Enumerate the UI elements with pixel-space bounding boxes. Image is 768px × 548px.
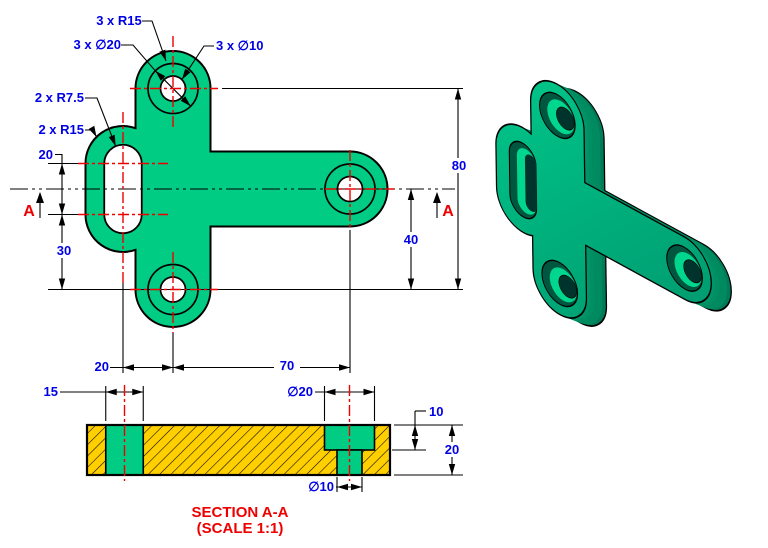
plan-view: 3 x R15 3 x ∅20 3 x ∅10 2 x R7.5 2 x R15… (10, 13, 472, 374)
dim-hole-dia: ∅10 (308, 479, 334, 494)
iso-view (493, 49, 734, 407)
dim-slot-width-15: 15 (44, 384, 58, 399)
section-view: 15 ∅20 ∅10 10 20 SECTION A-A (SCALE 1:1) (44, 384, 464, 537)
dim-height-80: 80 (452, 158, 466, 173)
section-title-block: SECTION A-A (SCALE 1:1) (192, 504, 289, 537)
dim-cbore-dia: ∅20 (287, 384, 313, 399)
dim-hole-span-70: 70 (280, 358, 294, 373)
section-markers: A A (23, 203, 454, 220)
section-title: SECTION A-A (192, 504, 289, 521)
plan-labels: 3 x R15 3 x ∅20 3 x ∅10 2 x R7.5 2 x R15… (35, 13, 466, 374)
section-marker-left: A (23, 203, 35, 220)
dim-text-backings (51, 158, 472, 373)
section-marker-right: A (442, 203, 454, 220)
iso-front-face (493, 49, 714, 399)
section-scale: (SCALE 1:1) (197, 520, 284, 537)
label-slot-inner-radius: 2 x R7.5 (35, 90, 84, 105)
plan-arrowheads (36, 49, 462, 371)
label-counterbore-dia: 3 x ∅20 (74, 37, 121, 52)
iso-holes (539, 91, 703, 308)
label-slot-outer-radius: 2 x R15 (38, 122, 84, 137)
dim-center-to-bottom-40: 40 (404, 232, 418, 247)
dim-text-backing (440, 442, 464, 457)
section-centerlines (123, 385, 351, 481)
dim-thickness-20: 20 (445, 442, 459, 457)
section-outline (85, 423, 392, 477)
label-hole-dia: 3 x ∅10 (216, 38, 263, 53)
section-dimension-lines (60, 386, 463, 492)
dim-slot-span: 20 (39, 147, 53, 162)
label-lobe-radius: 3 x R15 (96, 13, 142, 28)
dim-slot-to-bottom: 30 (57, 243, 71, 258)
section-labels: 15 ∅20 ∅10 10 20 (44, 384, 460, 494)
plan-centerlines (78, 36, 394, 333)
section-arrowheads (105, 388, 456, 491)
dim-cbore-depth-10: 10 (429, 404, 443, 419)
dim-slot-to-hole-20: 20 (95, 359, 109, 374)
